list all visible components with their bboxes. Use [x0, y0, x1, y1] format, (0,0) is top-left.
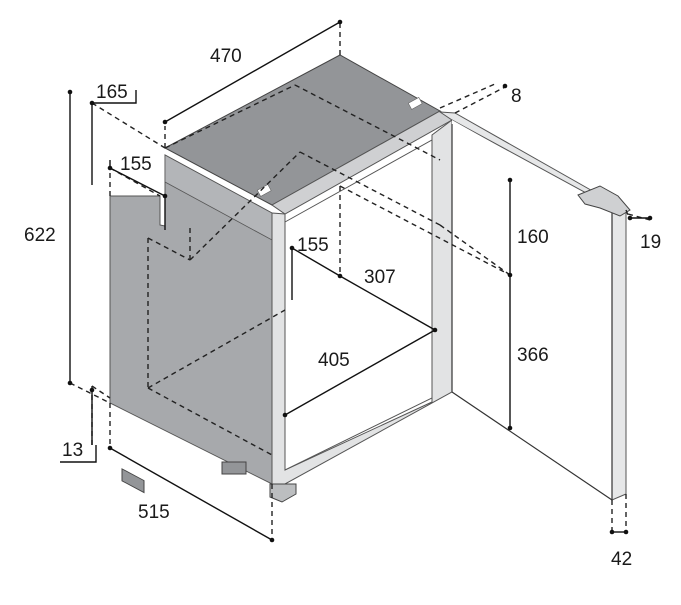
- dim-366: 366: [517, 345, 549, 366]
- top-mark-left: [256, 184, 272, 197]
- dim-19: 19: [640, 232, 661, 253]
- dim-155-step: 155: [120, 154, 152, 175]
- dim-160: 160: [517, 227, 549, 248]
- open-door: [438, 111, 627, 501]
- dim-622: 622: [24, 225, 56, 246]
- dim-13: 13: [62, 440, 83, 461]
- foot-rear: [121, 468, 145, 494]
- top-mark-right: [407, 97, 423, 110]
- dim-155-inner: 155: [297, 235, 329, 256]
- dim-8: 8: [511, 86, 522, 107]
- dim-470: 470: [210, 46, 242, 67]
- front-kick-plate: [269, 483, 297, 503]
- dim-405: 405: [318, 350, 350, 371]
- foot-front: [221, 461, 247, 475]
- dim-515: 515: [138, 502, 170, 523]
- dim-307: 307: [364, 267, 396, 288]
- door-bottom-edge: [451, 391, 613, 501]
- dimension-lines: [60, 19, 653, 543]
- dim-165: 165: [96, 82, 128, 103]
- door-handle: [577, 185, 631, 217]
- door-face: [452, 120, 612, 500]
- inner-opening: [284, 139, 433, 471]
- dim-42: 42: [611, 549, 632, 570]
- hidden-lines: [69, 22, 651, 540]
